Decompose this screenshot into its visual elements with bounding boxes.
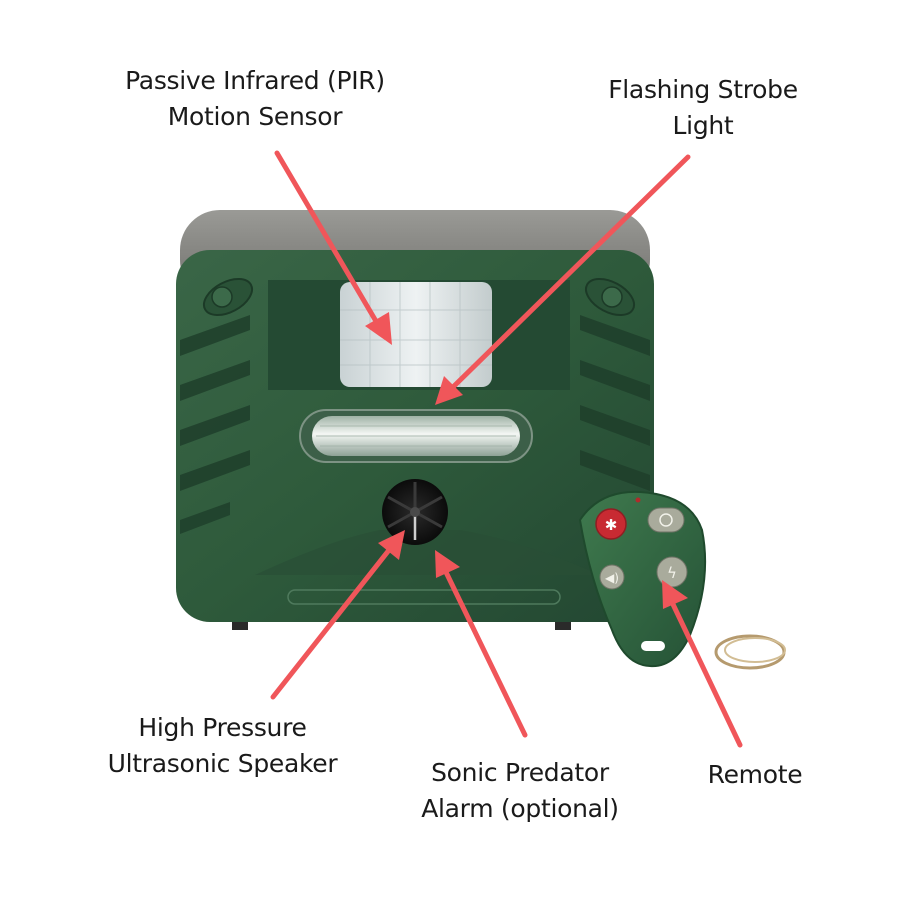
label-line: Passive Infrared (PIR)	[125, 66, 385, 95]
svg-text:◀): ◀)	[605, 571, 619, 585]
left-ridges	[180, 315, 250, 534]
arrow-remote	[662, 580, 743, 748]
label-line: Remote	[707, 760, 803, 789]
label-line: Ultrasonic Speaker	[107, 749, 338, 778]
remote-button-light[interactable]	[647, 507, 685, 533]
svg-text:✱: ✱	[605, 516, 618, 534]
remote-keyhole	[641, 641, 665, 651]
label-ultrasonic-speaker: High Pressure Ultrasonic Speaker	[85, 710, 360, 782]
arrow-speaker	[270, 530, 405, 700]
svg-text:ϟ: ϟ	[667, 564, 677, 582]
label-strobe-light: Flashing Strobe Light	[588, 72, 818, 144]
label-line: Motion Sensor	[167, 102, 343, 131]
repeller-unit	[176, 210, 654, 630]
bottom-slot	[287, 589, 561, 605]
remote-control: ✱ ◀) ϟ	[578, 490, 786, 670]
arrow-strobe	[435, 154, 691, 405]
label-line: Sonic Predator	[431, 758, 609, 787]
callout-arrows	[270, 150, 743, 748]
label-line: Light	[672, 111, 734, 140]
label-remote: Remote	[690, 757, 820, 793]
label-line: Alarm (optional)	[421, 794, 619, 823]
label-line: Flashing Strobe	[608, 75, 798, 104]
label-predator-alarm: Sonic Predator Alarm (optional)	[400, 755, 640, 827]
arrow-pir	[274, 150, 392, 345]
label-line: High Pressure	[138, 713, 307, 742]
label-pir-sensor: Passive Infrared (PIR) Motion Sensor	[105, 63, 405, 135]
remote-button-alarm[interactable]	[595, 508, 627, 540]
pir-lens	[340, 282, 492, 387]
remote-led	[635, 497, 641, 503]
right-ridges	[580, 315, 650, 491]
remote-button-sound[interactable]	[599, 564, 625, 590]
arrow-predator	[435, 550, 528, 738]
